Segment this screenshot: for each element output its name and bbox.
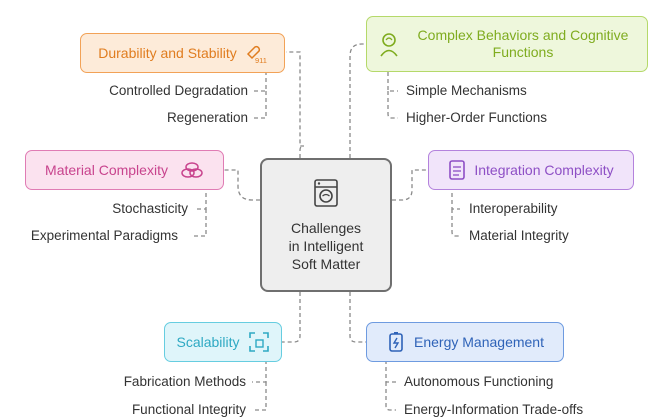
node-material-complexity-label: Material Complexity [45, 162, 168, 178]
node-complex-behaviors[interactable]: Complex Behaviors and Cognitive Function… [366, 16, 648, 72]
material-item-1: Stochasticity [112, 201, 188, 216]
node-scalability[interactable]: Scalability [164, 322, 282, 362]
integration-item-2: Material Integrity [469, 228, 569, 243]
complex-item-1: Simple Mechanisms [406, 83, 527, 98]
node-complex-behaviors-label: Complex Behaviors and Cognitive Function… [417, 27, 629, 60]
washing-machine-icon [313, 178, 339, 213]
node-integration-label: Integration Complexity [474, 162, 614, 178]
center-node[interactable]: Challenges in Intelligent Soft Matter [260, 158, 392, 292]
durability-item-1: Controlled Degradation [109, 83, 248, 98]
center-title: Challenges in Intelligent Soft Matter [288, 219, 364, 272]
node-material-complexity[interactable]: Material Complexity [25, 150, 224, 190]
integration-item-1: Interoperability [469, 201, 558, 216]
node-durability-label: Durability and Stability [98, 45, 237, 61]
complex-item-2: Higher-Order Functions [406, 110, 548, 125]
energy-item-2: Energy-Information Trade-offs [404, 402, 584, 417]
scalability-item-2: Functional Integrity [131, 402, 246, 417]
node-durability[interactable]: Durability and Stability 911 [80, 33, 285, 73]
svg-text:911: 911 [255, 56, 267, 64]
document-icon [448, 159, 466, 181]
node-energy[interactable]: Energy Management [366, 322, 564, 362]
node-integration[interactable]: Integration Complexity [428, 150, 634, 190]
build-911-icon: 911 [245, 42, 267, 64]
stacked-materials-icon [180, 161, 204, 179]
material-item-2: Experimental Paradigms [30, 228, 178, 243]
battery-icon [386, 331, 406, 353]
scale-frame-icon [248, 331, 270, 353]
energy-item-1: Autonomous Functioning [404, 374, 554, 389]
brain-person-icon [377, 31, 401, 57]
durability-item-2: Regeneration [166, 110, 248, 125]
scalability-item-1: Fabrication Methods [123, 374, 246, 389]
node-scalability-label: Scalability [176, 334, 240, 350]
node-energy-label: Energy Management [414, 334, 544, 350]
